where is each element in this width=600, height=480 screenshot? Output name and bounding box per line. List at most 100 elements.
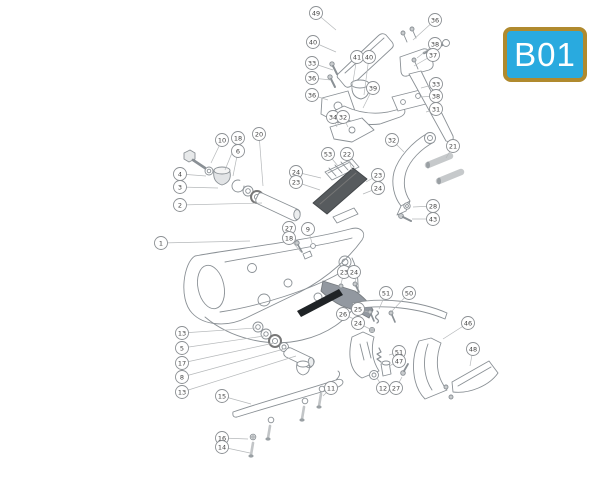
callout-22[interactable]: 22: [340, 147, 354, 161]
svg-text:47: 47: [395, 357, 403, 365]
svg-text:51: 51: [382, 289, 390, 297]
callout-50[interactable]: 50: [402, 286, 416, 300]
svg-text:40: 40: [309, 38, 317, 46]
svg-text:20: 20: [255, 130, 263, 138]
callout-33[interactable]: 33: [305, 56, 319, 70]
svg-text:39: 39: [369, 84, 377, 92]
callout-38[interactable]: 38: [429, 89, 443, 103]
callout-12[interactable]: 12: [376, 381, 390, 395]
callout-13[interactable]: 13: [175, 326, 189, 340]
callout-2[interactable]: 2: [173, 198, 187, 212]
table-code-label: B01: [514, 35, 576, 73]
callout-3[interactable]: 3: [173, 180, 187, 194]
callout-31[interactable]: 31: [429, 102, 443, 116]
svg-text:46: 46: [464, 319, 472, 327]
callout-33[interactable]: 33: [429, 77, 443, 91]
callout-5[interactable]: 5: [175, 341, 189, 355]
svg-text:32: 32: [388, 136, 396, 144]
callout-26[interactable]: 26: [336, 307, 350, 321]
svg-text:8: 8: [180, 373, 184, 381]
svg-text:5: 5: [180, 344, 184, 352]
leader-line: [181, 327, 257, 334]
lower-chain-rail: [232, 370, 344, 458]
callout-24[interactable]: 24: [347, 265, 361, 279]
callout-43[interactable]: 43: [426, 212, 440, 226]
svg-text:23: 23: [292, 178, 300, 186]
callout-24[interactable]: 24: [371, 181, 385, 195]
callout-40[interactable]: 40: [306, 35, 320, 49]
callout-17[interactable]: 17: [175, 356, 189, 370]
callout-39[interactable]: 39: [366, 81, 380, 95]
disc-guard: [443, 360, 499, 400]
callout-8[interactable]: 8: [175, 370, 189, 384]
callout-47[interactable]: 47: [392, 354, 406, 368]
svg-text:14: 14: [218, 443, 226, 451]
svg-text:36: 36: [308, 74, 316, 82]
svg-text:12: 12: [379, 384, 387, 392]
svg-text:16: 16: [218, 434, 226, 442]
callout-4[interactable]: 4: [173, 167, 187, 181]
callout-28[interactable]: 28: [426, 199, 440, 213]
svg-text:36: 36: [308, 91, 316, 99]
callout-10[interactable]: 10: [215, 133, 229, 147]
svg-text:4: 4: [178, 170, 182, 178]
svg-text:15: 15: [218, 392, 226, 400]
chain-guide-blade: [297, 289, 343, 317]
callout-14[interactable]: 14: [215, 440, 229, 454]
callout-21[interactable]: 21: [446, 139, 460, 153]
svg-text:9: 9: [306, 225, 310, 233]
svg-text:13: 13: [178, 329, 186, 337]
leader-line: [181, 342, 275, 364]
svg-text:24: 24: [374, 184, 382, 192]
callout-36[interactable]: 36: [305, 71, 319, 85]
svg-text:27: 27: [285, 224, 293, 232]
callout-36[interactable]: 36: [428, 13, 442, 27]
svg-text:2: 2: [178, 201, 182, 209]
callout-11[interactable]: 11: [324, 381, 338, 395]
svg-text:27: 27: [392, 384, 400, 392]
callout-24[interactable]: 24: [351, 316, 365, 330]
callout-18[interactable]: 18: [282, 231, 296, 245]
callout-51[interactable]: 51: [379, 286, 393, 300]
callout-23[interactable]: 23: [371, 168, 385, 182]
callout-48[interactable]: 48: [466, 342, 480, 356]
linkage-arm: [392, 132, 436, 216]
callout-46[interactable]: 46: [461, 316, 475, 330]
svg-text:6: 6: [236, 147, 240, 155]
callout-20[interactable]: 20: [252, 127, 266, 141]
chain-guard-rail: [351, 299, 448, 320]
callout-15[interactable]: 15: [215, 389, 229, 403]
svg-text:32: 32: [339, 113, 347, 121]
svg-text:23: 23: [374, 171, 382, 179]
callout-23[interactable]: 23: [289, 175, 303, 189]
guide-screw: [338, 283, 344, 289]
svg-text:3: 3: [178, 183, 182, 191]
callout-36[interactable]: 36: [305, 88, 319, 102]
callout-1[interactable]: 1: [154, 236, 168, 250]
callout-32[interactable]: 32: [336, 110, 350, 124]
svg-text:26: 26: [339, 310, 347, 318]
callout-27[interactable]: 27: [389, 381, 403, 395]
callout-40[interactable]: 40: [362, 50, 376, 64]
callout-41[interactable]: 41: [350, 50, 364, 64]
callout-53[interactable]: 53: [321, 147, 335, 161]
callout-9[interactable]: 9: [301, 222, 315, 236]
svg-text:18: 18: [285, 234, 293, 242]
callout-6[interactable]: 6: [231, 144, 245, 158]
svg-text:53: 53: [324, 150, 332, 158]
callout-37[interactable]: 37: [426, 48, 440, 62]
chain-slider-pad: [312, 158, 368, 224]
callout-13[interactable]: 13: [175, 385, 189, 399]
callout-25[interactable]: 25: [351, 302, 365, 316]
swingarm: [183, 227, 365, 344]
svg-text:38: 38: [431, 40, 439, 48]
leader-line: [181, 355, 297, 393]
svg-text:24: 24: [292, 168, 300, 176]
callout-49[interactable]: 49: [309, 6, 323, 20]
pivot-axle-parts: [183, 149, 301, 222]
callout-32[interactable]: 32: [385, 133, 399, 147]
callout-27[interactable]: 27: [282, 221, 296, 235]
callout-18[interactable]: 18: [231, 131, 245, 145]
